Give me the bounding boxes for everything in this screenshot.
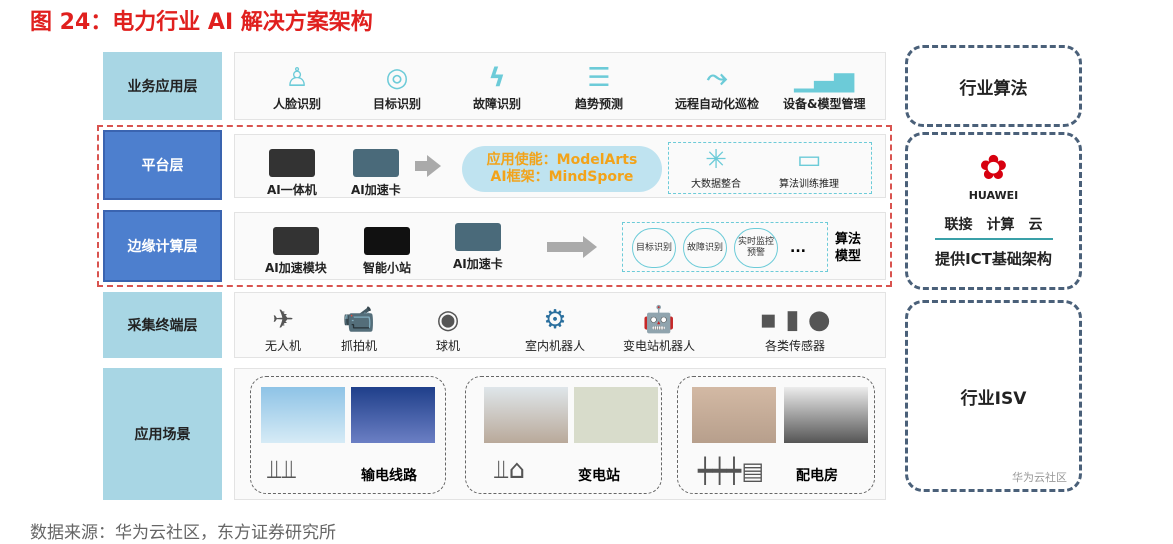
item-label: 智能小站 xyxy=(363,261,412,275)
arrow xyxy=(415,161,427,171)
ai-card-image xyxy=(352,149,399,177)
item-label: 故障识别 xyxy=(473,97,522,111)
smart-station-image xyxy=(364,227,410,255)
pole-icon: ┿┿┿▤ xyxy=(698,457,765,485)
item-label: AI一体机 xyxy=(267,183,317,197)
cloud-text: 应用使能：ModelArts xyxy=(486,152,638,168)
scene-label: 配电房 xyxy=(796,468,838,484)
arrow xyxy=(547,242,583,252)
terminal-row: ✈ 无人机 📹 抓拍机 ◉ 球机 ⚙ 室内机器人 🤖 变电站机器人 ▪ ▮ ● 各类传感器 xyxy=(234,292,886,358)
gantt-icon: ☰ xyxy=(587,63,611,93)
ai-module-image xyxy=(272,227,319,255)
ai-card-image xyxy=(454,223,501,251)
substation-icon: ⫫⌂ xyxy=(494,455,526,485)
item-label: 大数据整合 xyxy=(691,179,741,190)
ict-item: 计算 xyxy=(986,217,1015,233)
edge-cloud-dashed-frame xyxy=(97,125,892,287)
industry-algorithm-box: 行业算法 xyxy=(905,45,1082,127)
substation-robot-icon: 🤖 xyxy=(642,305,676,335)
item-label: AI加速卡 xyxy=(351,183,401,197)
models-label: 算法模型 xyxy=(835,232,862,264)
ellipsis: ... xyxy=(790,240,806,256)
dome-camera-icon: ◉ xyxy=(436,305,460,335)
person-icon: ♙ xyxy=(285,63,309,93)
item-label: 球机 xyxy=(435,339,460,353)
layer-business: 业务应用层 xyxy=(103,52,222,120)
item-label: 设备&模型管理 xyxy=(783,97,866,111)
brand-name: HUAWEI xyxy=(968,189,1019,202)
distribution-room-photo xyxy=(692,387,776,443)
target-icon: ◎ xyxy=(385,63,409,93)
camera-icon: 📹 xyxy=(342,305,376,335)
drone-icon: ✈ xyxy=(272,305,294,335)
item-label: 室内机器人 xyxy=(525,339,586,353)
sensors-icon: ▪ ▮ ● xyxy=(759,305,831,335)
cabinet-photo xyxy=(574,387,658,443)
services-box: ✳ 大数据整合 ▭ 算法训练推理 xyxy=(668,142,872,194)
model-pill: 目标识别 xyxy=(632,228,676,268)
lightning-icon: ϟ xyxy=(488,63,506,93)
tower-photo xyxy=(261,387,345,443)
figure-title: 图 24：电力行业 AI 解决方案架构 xyxy=(30,10,373,35)
scene-distribution: ┿┿┿▤ 配电房 xyxy=(677,376,875,494)
item-label: 人脸识别 xyxy=(273,97,322,111)
box-label: 行业算法 xyxy=(959,78,1028,99)
box-label: 行业ISV xyxy=(960,388,1027,409)
cloud-text: AI框架：MindSpore xyxy=(490,169,634,185)
route-icon: ⤳ xyxy=(706,62,728,93)
bar-chart-icon: ▁▃▅ xyxy=(794,63,855,93)
item-label: 变电站机器人 xyxy=(623,339,696,353)
business-row: ♙ 人脸识别 ◎ 目标识别 ϟ 故障识别 ☰ 趋势预测 ⤳ 远程自动化巡检 ▁▃▅ 设备&模… xyxy=(234,52,886,120)
ict-label: 提供ICT基础架构 xyxy=(935,250,1052,268)
scene-substation: ⫫⌂ 变电站 xyxy=(465,376,662,494)
item-label: 远程自动化巡检 xyxy=(675,97,760,111)
isv-box: 行业ISV 华为云社区 xyxy=(905,300,1082,492)
item-label: 无人机 xyxy=(265,339,302,353)
drone-photo xyxy=(351,387,435,443)
corridor-photo xyxy=(784,387,868,443)
substation-photo xyxy=(484,387,568,443)
item-label: 算法训练推理 xyxy=(779,179,839,190)
layer-edge: 边缘计算层 xyxy=(103,210,222,282)
layer-scenes: 应用场景 xyxy=(103,368,222,500)
layer-platform: 平台层 xyxy=(103,130,222,200)
huawei-ict-box: ✿ HUAWEI 联接计算云 提供ICT基础架构 xyxy=(905,132,1082,290)
item-label: 各类传感器 xyxy=(764,339,825,353)
watermark: 华为云社区 xyxy=(1012,471,1067,484)
item-label: AI加速卡 xyxy=(453,257,503,271)
monitor-icon: ▭ xyxy=(796,145,822,175)
model-pill: 实时监控预警 xyxy=(734,228,778,268)
huawei-logo-icon: ✿ xyxy=(979,148,1008,188)
item-label: 目标识别 xyxy=(373,97,422,111)
item-label: AI加速模块 xyxy=(265,261,327,275)
ict-item: 联接 xyxy=(944,217,973,233)
scene-label: 输电线路 xyxy=(361,468,417,484)
models-box xyxy=(622,222,828,272)
layer-terminal: 采集终端层 xyxy=(103,292,222,358)
item-label: 趋势预测 xyxy=(575,97,624,111)
scene-transmission: ⫫⫫ 输电线路 xyxy=(250,376,446,494)
network-icon: ✳ xyxy=(705,145,727,175)
model-pill: 故障识别 xyxy=(683,228,727,268)
ai-server-image xyxy=(268,149,315,177)
ict-item: 云 xyxy=(1028,217,1043,233)
indoor-robot-icon: ⚙ xyxy=(543,305,567,335)
transmission-tower-icon: ⫫⫫ xyxy=(267,455,297,485)
ict-items: 联接计算云 xyxy=(934,214,1053,240)
scene-label: 变电站 xyxy=(578,468,620,484)
item-label: 抓拍机 xyxy=(341,339,378,353)
source-note: 数据来源：华为云社区，东方证券研究所 xyxy=(30,523,336,543)
